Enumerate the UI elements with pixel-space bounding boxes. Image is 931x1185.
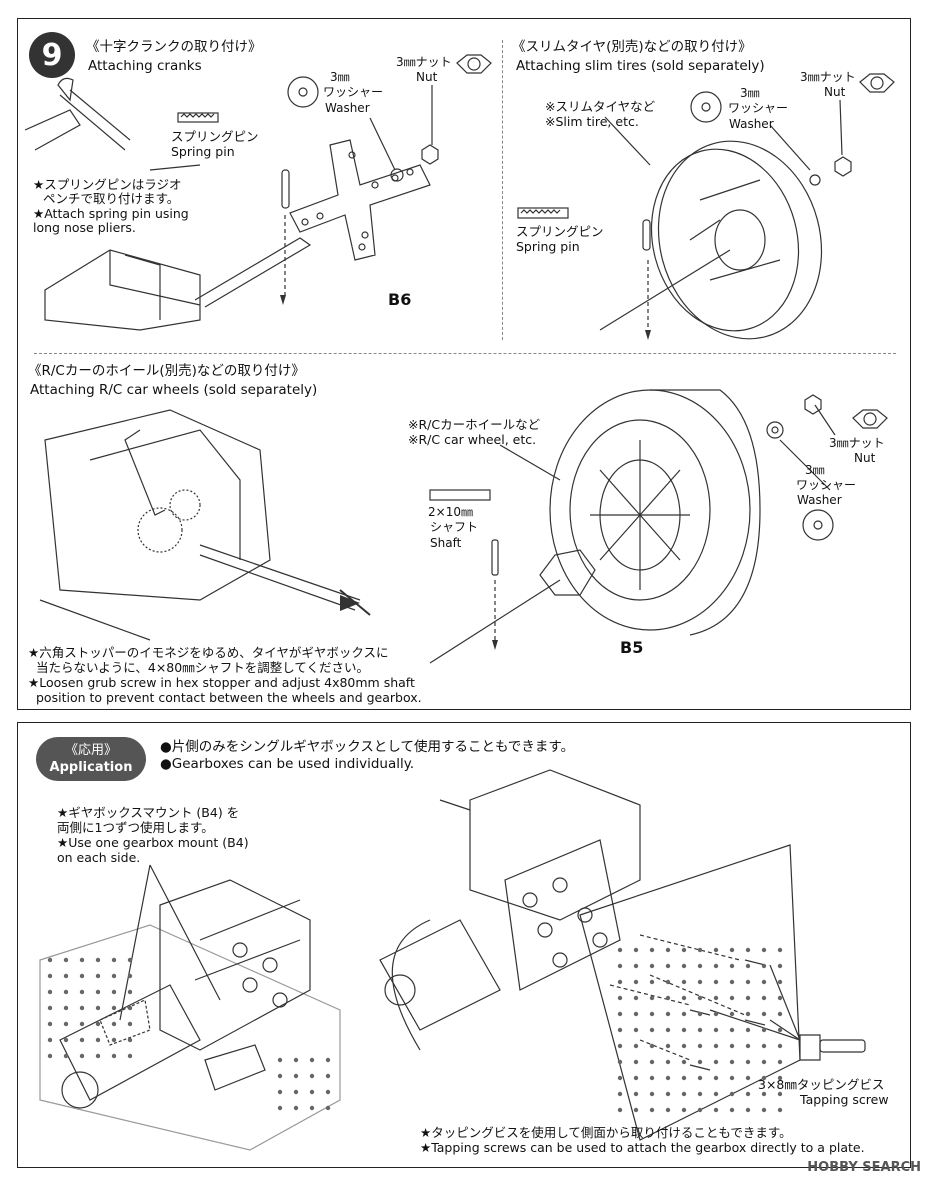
tap-note-en: ★Tapping screws can be used to attach th… [420,1140,865,1155]
hex-stopper-drawing [539,549,596,596]
screw-label-en: Tapping screw [800,1092,889,1107]
wheels-wheel-jp: ※R/Cカーホイールなど [408,417,541,432]
cranks-spring-pin-en: Spring pin [171,144,235,159]
cranks-title-jp: 《十字クランクの取り付け》 [86,39,262,55]
cranks-note-jp-2: ペンチで取り付けます。 [43,191,180,206]
wheels-note-jp-1: ★六角ストッパーのイモネジをゆるめ、タイヤがギヤボックスに [28,645,389,660]
cranks-washer-jp: ワッシャー [323,85,384,99]
wheels-shaft-en: Shaft [430,536,462,550]
perforated-plate-drawing [579,844,801,1141]
gearbox-rc-drawing [39,409,371,641]
application-line-en: ●Gearboxes can be used individually. [160,756,415,772]
wheels-shaft-jp: シャフト [430,520,479,534]
slim-tire-jp: ※スリムタイヤなど [545,99,656,114]
wheels-wheel-en: ※R/C car wheel, etc. [408,432,537,447]
slim-title-en: Attaching slim tires (sold separately) [516,58,765,74]
wheels-shaft-size: 2×10㎜ [428,505,473,519]
wheels-nut-jp: 3㎜ナット [829,436,885,450]
wheels-note-en-2: position to prevent contact between the … [36,690,422,705]
cranks-spring-pin-jp: スプリングピン [171,129,259,144]
cranks-note-en-2: long nose pliers. [33,220,136,235]
slim-spring-pin-en: Spring pin [516,239,580,254]
cranks-title-en: Attaching cranks [88,58,202,74]
wheels-washer-jp: ワッシャー [796,478,857,492]
cranks-washer-size: 3㎜ [330,70,350,84]
mount-note-jp-2: 両側に1つずつ使用します。 [57,820,214,835]
wheels-note-jp-2: 当たらないように、4×80㎜シャフトを調整してください。 [36,660,369,675]
slim-washer-en: Washer [729,117,774,131]
slim-washer-jp: ワッシャー [728,101,789,115]
application-line-jp: ●片側のみをシングルギヤボックスとして使用することもできます。 [160,739,575,755]
perforation-dots [47,947,783,1113]
application-badge-en: Application [49,760,133,775]
mount-note-en-1: ★Use one gearbox mount (B4) [57,835,249,850]
slim-nut-en: Nut [824,85,846,99]
step9-panel [17,18,911,710]
part-b5-label: B5 [620,638,644,657]
wheels-washer-en: Washer [797,493,842,507]
wheels-title-jp: 《R/Cカーのホイール(別売)などの取り付け》 [28,363,305,379]
tapping-screws-drawing [609,934,866,1071]
rc-wheel-drawing [549,389,761,636]
screw-label-jp: 3×8㎜タッピングビス [758,1077,885,1092]
slim-spring-pin-jp: スプリングピン [516,224,604,239]
slim-tire-drawing [599,140,823,340]
slim-nut-jp: 3㎜ナット [800,70,856,84]
divider-vertical [502,40,503,340]
wheels-washer-size: 3㎜ [805,463,825,477]
slim-tire-en: ※Slim tire, etc. [545,114,639,129]
divider-horizontal [34,353,896,354]
step-number-badge: 9 [29,32,75,78]
part-b6-label: B6 [388,290,412,309]
application-badge-jp: 《応用》 [64,743,117,758]
mount-note-en-2: on each side. [57,850,141,865]
application-gearbox-right-drawing [379,769,641,1051]
cranks-nut-jp: 3㎜ナット [396,55,452,69]
slim-title-jp: 《スリムタイヤ(別売)などの取り付け》 [512,39,752,55]
mount-note-jp-1: ★ギヤボックスマウント (B4) を [57,805,240,820]
crank-cross-drawing [289,139,431,261]
application-badge: 《応用》 Application [36,737,146,781]
watermark: HOBBY SEARCH [807,1160,921,1175]
cranks-note-en-1: ★Attach spring pin using [33,206,189,221]
tap-note-jp: ★タッピングビスを使用して側面から取り付けることもできます。 [420,1125,792,1140]
wheels-nut-en: Nut [854,451,876,465]
slim-washer-size: 3㎜ [740,86,760,100]
cranks-washer-en: Washer [325,101,370,115]
application-panel [17,722,911,1168]
wheels-title-en: Attaching R/C car wheels (sold separatel… [30,382,318,398]
wheels-note-en-1: ★Loosen grub screw in hex stopper and ad… [28,675,415,690]
spring-pin-drawing [281,169,290,209]
gearbox-crank-drawing [44,237,312,331]
cranks-nut-en: Nut [416,70,438,84]
cranks-note-jp-1: ★スプリングピンはラジオ [33,177,182,192]
pliers-drawing [24,77,131,151]
